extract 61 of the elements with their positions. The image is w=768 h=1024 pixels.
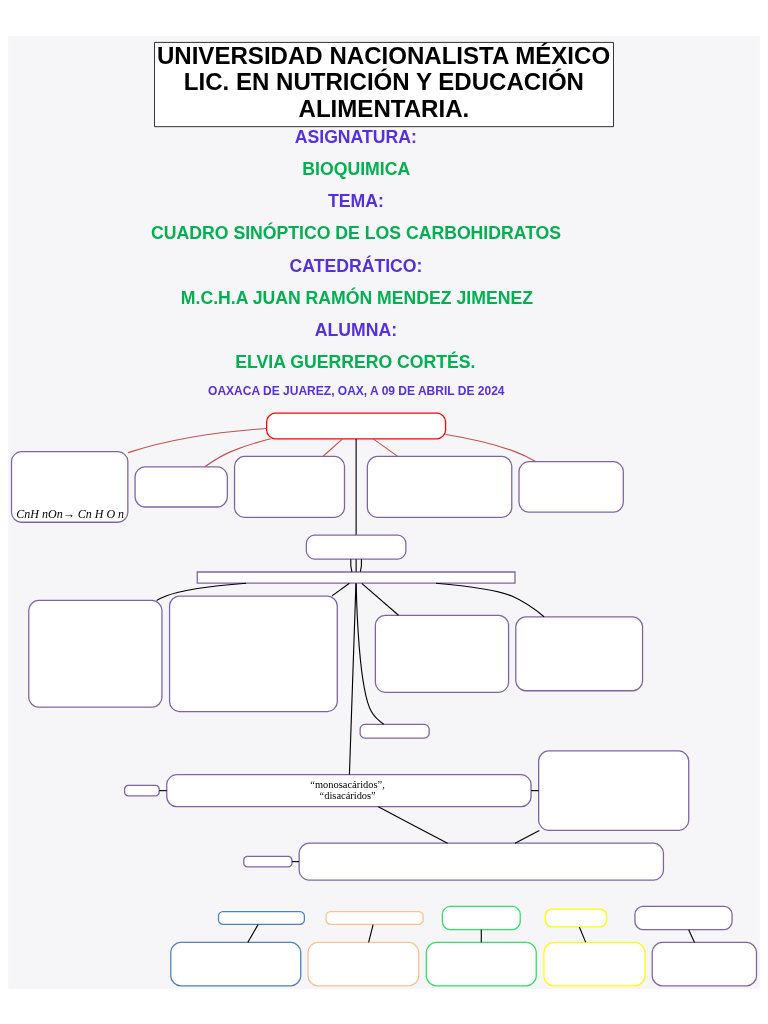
node-box [518,460,624,513]
node-box [374,614,510,693]
node-box [217,910,305,925]
node-box [243,855,293,867]
node-box [325,910,424,925]
label: BIOQUIMICA [302,158,411,179]
node-box [307,941,420,986]
label: ALUMNA: [314,319,398,340]
node-box [28,599,163,708]
connector [361,582,400,616]
node-box [359,723,430,739]
connector [355,558,357,572]
label: CUADRO SINÓPTICO DE LOS CARBOHIDRATOS [151,222,562,243]
node-box [124,784,160,796]
node-box [170,941,302,986]
connector [445,433,537,462]
node-box [425,941,537,986]
connector [158,789,168,791]
label: TEMA: [328,190,384,211]
node-box [305,533,407,560]
node-box [266,412,447,439]
connector [530,789,540,791]
connector [156,582,247,601]
diagram-title: UNIVERSIDAD NACIONALISTA MÉXICO LIC. EN NUTRICIÓN Y EDUCACIÓN ALIMENTARIA. [156,41,611,122]
connector [368,923,374,943]
label: ELVIA GUERRERO CORTÉS. [235,351,476,372]
connector [377,805,449,844]
connector [204,437,272,467]
label: M.C.H.A JUAN RAMÓN MENDEZ JIMENEZ [180,287,533,308]
connector [688,928,696,943]
connector [514,829,540,844]
node-box [233,455,346,518]
node-box [298,842,665,881]
label: CATEDRÁTICO: [289,255,423,276]
node-box [168,594,338,712]
node-box [544,908,608,927]
node-bar [196,570,516,584]
connector [322,438,343,457]
node-box [441,905,521,930]
connector [350,558,353,572]
connector [372,437,399,457]
connector [331,582,350,596]
node-box: “monosacáridos”, “disacáridos” [166,773,532,807]
connector [355,582,385,725]
connector [355,437,357,535]
connector [359,558,363,572]
connector [127,427,267,453]
connector [348,582,357,775]
node-box [651,941,758,986]
node-box: CnH nOn→ Cn H O n [10,450,129,523]
label: ASIGNATURA: [294,126,417,147]
node-box [515,615,644,691]
connector [435,582,545,617]
connector [578,925,587,943]
node-box [366,455,513,518]
label: OAXACA DE JUAREZ, OAX, A 09 DE ABRIL DE 2024 [208,383,505,398]
node-box [538,749,690,831]
node-box [134,465,228,508]
node-box [634,905,733,930]
connector [247,923,259,943]
node-box [543,941,646,986]
